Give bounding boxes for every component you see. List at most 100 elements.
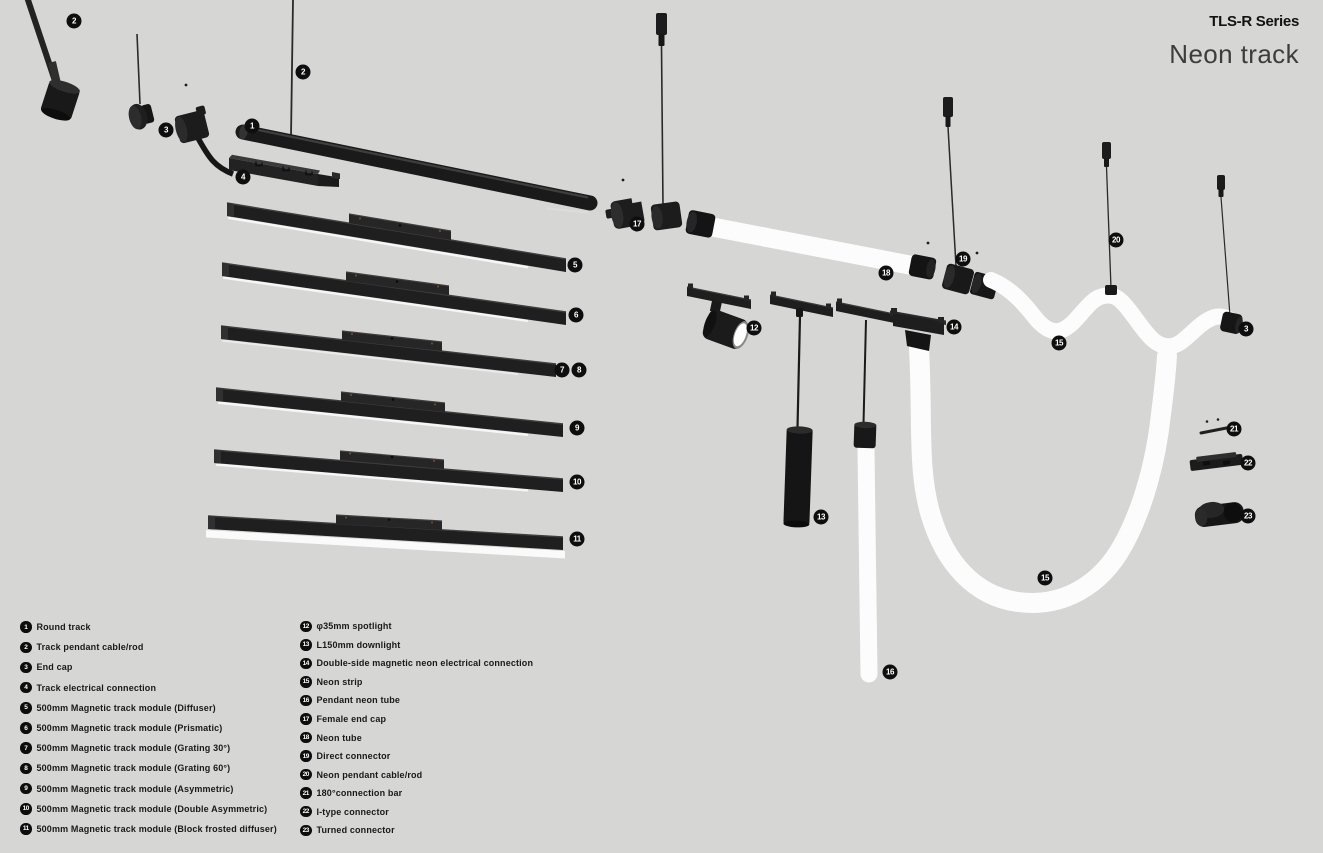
legend-column-right: 12 φ35mm spotlight 13 L150mm downlight 1… (300, 617, 533, 840)
neon-pendant-rod-a (650, 13, 683, 231)
legend-number-badge: 8 (20, 762, 32, 775)
pendant-neon-tube (835, 298, 900, 683)
part-marker: 13 (813, 509, 829, 525)
i-type-connector (1189, 452, 1244, 471)
legend-number-badge: 11 (20, 823, 32, 835)
downlight (769, 291, 834, 528)
legend-label: Track pendant cable/rod (36, 642, 144, 653)
track-pendant-cable (128, 33, 155, 130)
track-module-diffuser (226, 202, 567, 272)
legend-item: 3 End cap (20, 657, 277, 677)
legend-item: 19 Direct connector (300, 747, 533, 766)
legend-number-badge: 6 (20, 722, 32, 734)
track-module-grating (220, 325, 557, 377)
legend-number-badge: 7 (20, 742, 32, 754)
turned-connector (1194, 501, 1245, 527)
legend-label: Direct connector (316, 751, 391, 762)
legend-number-badge: 10 (20, 803, 32, 815)
legend-column-left: 1 Round track 2 Track pendant cable/rod … (20, 617, 277, 839)
legend-item: 18 Neon tube (300, 728, 533, 747)
legend-label: Pendant neon tube (316, 695, 401, 706)
connection-bar-180 (1199, 418, 1231, 435)
legend-label: Round track (36, 622, 91, 633)
legend-number-badge: 23 (300, 824, 312, 837)
track-module-block-frosted (206, 514, 565, 559)
legend-label: 500mm Magnetic track module (Diffuser) (36, 702, 216, 713)
legend-item: 22 I-type connector (300, 802, 533, 821)
page-title: Neon track (1169, 39, 1299, 69)
part-marker: 18 (878, 265, 894, 281)
legend-item: 8 500mm Magnetic track module (Grating 6… (20, 758, 277, 778)
part-marker: 5 (567, 257, 583, 273)
spotlight (686, 283, 752, 349)
legend-number-badge: 2 (20, 641, 32, 654)
legend-item: 5 500mm Magnetic track module (Diffuser) (20, 698, 277, 718)
legend-item: 6 500mm Magnetic track module (Prismatic… (20, 718, 277, 738)
legend-label: 500mm Magnetic track module (Grating 30°… (36, 743, 231, 754)
part-marker: 8 (571, 362, 587, 378)
legend-label: 500mm Magnetic track module (Grating 60°… (36, 763, 231, 774)
part-marker: 9 (569, 420, 585, 436)
legend-item: 9 500mm Magnetic track module (Asymmetri… (20, 779, 277, 799)
part-marker: 20 (1108, 232, 1124, 248)
legend-number-badge: 16 (300, 694, 312, 707)
track-pendant-rod (24, 0, 80, 121)
legend-label: I-type connector (316, 806, 389, 817)
part-marker: 10 (569, 474, 585, 490)
legend-number-badge: 13 (300, 639, 312, 651)
neon-strip-wave (983, 272, 1240, 355)
screw-dots (184, 83, 979, 255)
legend-number-badge: 4 (20, 681, 32, 694)
legend-item: 13 L150mm downlight (300, 636, 533, 655)
legend-number-badge: 1 (20, 621, 32, 633)
neon-pendant-rod-b (943, 97, 957, 267)
track-module-double-asymmetric (213, 449, 564, 492)
legend-label: End cap (36, 662, 73, 673)
double-side-neon-connection (890, 308, 946, 351)
legend-item: 14 Double-side magnetic neon electrical … (300, 654, 533, 673)
legend-label: φ35mm spotlight (316, 621, 392, 632)
part-marker: 6 (568, 307, 584, 323)
legend-item: 4 Track electrical connection (20, 678, 277, 698)
track-electrical-connection (229, 154, 340, 187)
legend-item: 2 Track pendant cable/rod (20, 637, 277, 657)
legend-label: Neon tube (316, 732, 362, 743)
part-marker: 14 (946, 319, 962, 335)
part-marker: 17 (629, 216, 645, 232)
part-marker: 22 (1240, 455, 1256, 471)
legend-number-badge: 9 (20, 782, 32, 795)
legend-label: 180°connection bar (316, 788, 403, 799)
neon-pendant-rod-d (1217, 175, 1231, 317)
legend-number-badge: 20 (300, 768, 312, 781)
track-module-asymmetric (215, 387, 564, 437)
legend-label: Female end cap (316, 714, 387, 724)
legend-label: Neon pendant cable/rod (316, 769, 423, 780)
legend-number-badge: 5 (20, 702, 32, 714)
legend-number-badge: 14 (300, 657, 312, 670)
legend-number-badge: 18 (300, 731, 312, 744)
legend-item: 1 Round track (20, 617, 277, 637)
legend-item: 11 500mm Magnetic track module (Block fr… (20, 819, 277, 839)
header: TLS-R Series Neon track (1169, 13, 1299, 70)
legend-label: Track electrical connection (36, 682, 157, 693)
part-marker: 15 (1051, 335, 1067, 351)
legend-label: Neon strip (316, 676, 363, 687)
legend-item: 10 500mm Magnetic track module (Double A… (20, 799, 277, 819)
part-marker: 3 (158, 122, 174, 138)
part-marker: 2 (66, 13, 82, 29)
legend-item: 16 Pendant neon tube (300, 691, 533, 710)
legend-label: Double-side magnetic neon electrical con… (316, 658, 534, 669)
neon-pendant-cable (1102, 142, 1117, 295)
legend-item: 23 Turned connector (300, 821, 533, 840)
legend-number-badge: 15 (300, 676, 312, 688)
part-marker: 23 (1240, 508, 1256, 524)
legend-label: 500mm Magnetic track module (Block frost… (36, 823, 277, 834)
legend-item: 7 500mm Magnetic track module (Grating 3… (20, 738, 277, 758)
track-module-prismatic (221, 262, 567, 325)
neon-strip-u (909, 338, 1177, 613)
legend-label: Turned connector (316, 825, 395, 836)
part-marker: 15 (1037, 570, 1053, 586)
legend-number-badge: 19 (300, 750, 312, 762)
